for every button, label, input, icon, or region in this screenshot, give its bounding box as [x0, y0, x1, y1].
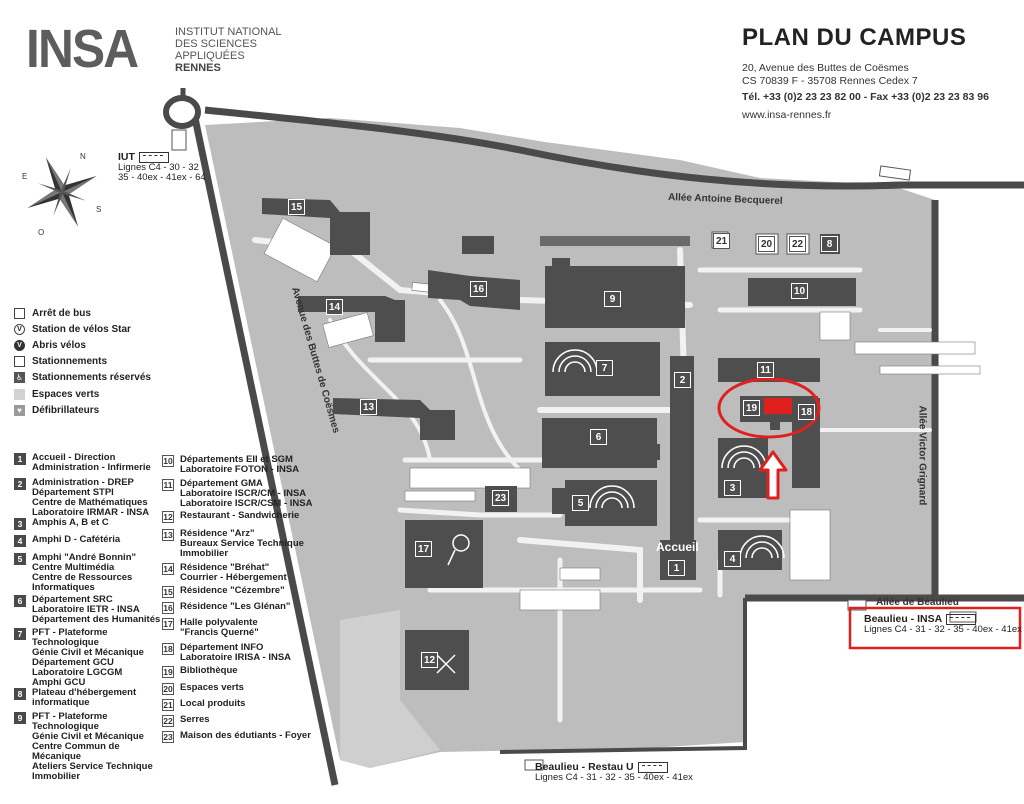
map-building-6[interactable]: 6 — [590, 429, 607, 445]
bus-icon — [637, 762, 668, 773]
map-building-5[interactable]: 5 — [572, 495, 589, 511]
map-building-22[interactable]: 22 — [789, 236, 806, 252]
map-building-2[interactable]: 2 — [674, 372, 691, 388]
map-building-11[interactable]: 11 — [757, 362, 774, 378]
compass-west: O — [38, 228, 45, 237]
green-space-south — [340, 610, 440, 768]
map-building-7[interactable]: 7 — [596, 360, 613, 376]
map-building-16[interactable]: 16 — [470, 281, 487, 297]
map-building-20[interactable]: 20 — [758, 236, 775, 252]
website-link[interactable]: www.insa-rennes.fr — [742, 109, 832, 121]
bike-shelter-icon: V — [14, 339, 25, 351]
bus-stop-beaulieu-insa[interactable]: Beaulieu - INSA Lignes C4 - 31 - 32 - 35… — [864, 613, 1022, 636]
accueil-label: Accueil — [656, 540, 699, 554]
address-line: CS 70839 F - 35708 Rennes Cedex 7 — [742, 75, 918, 87]
accessible-parking-icon: ♿ — [14, 372, 25, 384]
phone-fax: Tél. +33 (0)2 23 23 82 00 - Fax +33 (0)2… — [742, 91, 989, 103]
bus-stop-iut[interactable]: IUT Lignes C4 - 30 - 32 35 - 40ex - 41ex… — [118, 151, 206, 184]
road-buttes-coesmes — [191, 117, 339, 786]
legend-row: ♿Stationnements réservés — [14, 372, 151, 384]
legend-row: Espaces verts — [14, 386, 151, 402]
road-beaulieu-south — [499, 598, 747, 754]
road-becquerel — [204, 106, 1024, 190]
map-building-17[interactable]: 17 — [415, 541, 432, 557]
page-title: PLAN DU CAMPUS — [742, 24, 967, 51]
map-building-14[interactable]: 14 — [326, 299, 343, 315]
logo-line-city: RENNES — [175, 62, 221, 74]
address-block: 20, Avenue des Buttes de Coësmes CS 7083… — [742, 62, 989, 122]
bus-stop-icon — [14, 307, 25, 319]
map-building-21[interactable]: 21 — [713, 233, 730, 249]
map-building-1[interactable]: 1 — [668, 560, 685, 576]
compass-south: S — [96, 205, 102, 214]
map-building-4[interactable]: 4 — [724, 551, 741, 567]
highlight-bus-box — [848, 606, 1022, 650]
roundabout — [163, 95, 202, 129]
legend-row: Stationnements — [14, 354, 151, 370]
logo-line: APPLIQUÉES — [175, 50, 245, 62]
map-building-18[interactable]: 18 — [798, 404, 815, 420]
defibrillator-icon: ♥ — [14, 404, 25, 416]
map-building-12[interactable]: 12 — [421, 652, 438, 668]
bike-station-icon: V — [14, 323, 25, 335]
map-building-15[interactable]: 15 — [288, 199, 305, 215]
green-space-icon — [14, 388, 25, 400]
compass-east: E — [22, 172, 28, 181]
map-building-8[interactable]: 8 — [821, 236, 838, 252]
compass-north: N — [80, 152, 86, 161]
parking-icon — [14, 356, 25, 368]
address-line: 20, Avenue des Buttes de Coësmes — [742, 62, 909, 74]
logo-line: DES SCIENCES — [175, 38, 257, 50]
legend-row: Arrêt de bus — [14, 305, 151, 321]
bus-icon — [138, 152, 169, 163]
street-beaulieu: Allée de Beaulieu — [876, 597, 959, 608]
map-building-23[interactable]: 23 — [492, 490, 509, 506]
map-building-3[interactable]: 3 — [724, 480, 741, 496]
street-grignard: Allée Victor Grignard — [916, 405, 928, 506]
highlight-ellipse — [717, 377, 821, 439]
legend-row: ♥Défibrillateurs — [14, 402, 151, 418]
bus-stop-restau-u[interactable]: Beaulieu - Restau U Lignes C4 - 31 - 32 … — [535, 761, 693, 784]
bus-icon — [946, 614, 977, 625]
compass-rose-icon — [27, 157, 97, 227]
insa-logo: INSA — [26, 19, 139, 79]
logo-institution-name: INSTITUT NATIONAL DES SCIENCES APPLIQUÉE… — [175, 26, 282, 74]
map-building-13[interactable]: 13 — [360, 399, 377, 415]
logo-line: INSTITUT NATIONAL — [175, 26, 282, 38]
highlight-arrow — [758, 450, 788, 500]
map-building-9[interactable]: 9 — [604, 291, 621, 307]
map-building-19[interactable]: 19 — [743, 400, 760, 416]
map-building-10[interactable]: 10 — [791, 283, 808, 299]
